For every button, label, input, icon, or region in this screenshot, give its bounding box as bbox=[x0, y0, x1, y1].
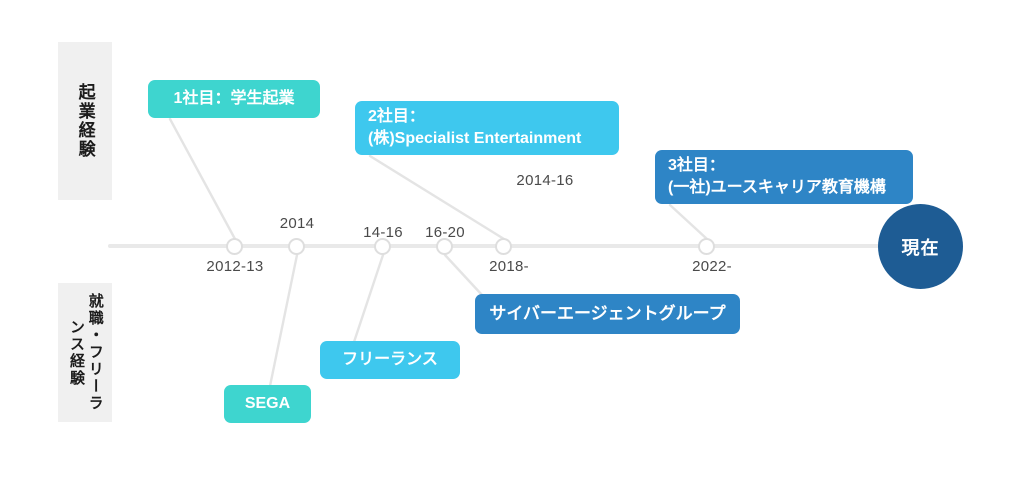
event-box-company3[interactable]: 3社目： (一社)ユースキャリア教育機構 bbox=[655, 150, 913, 204]
connector-company3 bbox=[668, 203, 709, 241]
date-label-2022: 2022- bbox=[692, 258, 732, 275]
event-box-cyberagent[interactable]: サイバーエージェントグループ bbox=[475, 294, 740, 334]
event-label-company3-line1: 3社目： bbox=[668, 157, 725, 175]
category-panel-employment: 就職・フリーランス経験 bbox=[58, 283, 112, 422]
event-label-sega: SEGA bbox=[244, 395, 291, 413]
date-label-2014: 2014 bbox=[279, 215, 315, 232]
category-label-entrepreneur: 起業経験 bbox=[75, 83, 95, 159]
event-label-company2: 2社目： (株)Specialist Entertainment bbox=[368, 106, 581, 149]
timeline-node-2018[interactable] bbox=[495, 238, 512, 255]
event-label-company2-line2: (株)Specialist Entertainment bbox=[368, 130, 582, 147]
connector-company1 bbox=[168, 117, 237, 241]
event-label-company2-line1: 2社目： bbox=[368, 108, 425, 126]
timeline-node-2022[interactable] bbox=[698, 238, 715, 255]
event-label-cyberagent: サイバーエージェントグループ bbox=[489, 303, 726, 323]
date-label-2018: 2018- bbox=[489, 258, 529, 275]
event-label-company3-line2: (一社)ユースキャリア教育機構 bbox=[668, 179, 886, 196]
present-label: 現在 bbox=[901, 237, 940, 258]
date-label-company2: 2014-16 bbox=[516, 172, 574, 189]
timeline-node-2014[interactable] bbox=[288, 238, 305, 255]
connector-sega bbox=[268, 253, 299, 388]
event-label-company3: 3社目： (一社)ユースキャリア教育機構 bbox=[668, 155, 886, 198]
event-label-company1: 1社目：学生起業 bbox=[173, 90, 295, 108]
connector-freelance bbox=[352, 253, 385, 344]
connector-cyberagent bbox=[443, 253, 484, 297]
event-box-sega[interactable]: SEGA bbox=[224, 385, 311, 423]
timeline-node-14-16[interactable] bbox=[374, 238, 391, 255]
event-box-freelance[interactable]: フリーランス bbox=[320, 341, 460, 379]
timeline-node-2012-13[interactable] bbox=[226, 238, 243, 255]
timeline-node-16-20[interactable] bbox=[436, 238, 453, 255]
category-panel-entrepreneur: 起業経験 bbox=[58, 42, 112, 200]
category-label-employment: 就職・フリーランス経験 bbox=[68, 293, 104, 412]
event-label-freelance: フリーランス bbox=[342, 351, 438, 369]
date-label-16-20: 16-20 bbox=[425, 224, 465, 241]
present-marker[interactable]: 現在 bbox=[878, 204, 963, 289]
event-box-company2[interactable]: 2社目： (株)Specialist Entertainment bbox=[355, 101, 619, 155]
date-label-2012-13: 2012-13 bbox=[206, 258, 264, 275]
date-label-14-16: 14-16 bbox=[363, 224, 403, 241]
event-box-company1[interactable]: 1社目：学生起業 bbox=[148, 80, 320, 118]
